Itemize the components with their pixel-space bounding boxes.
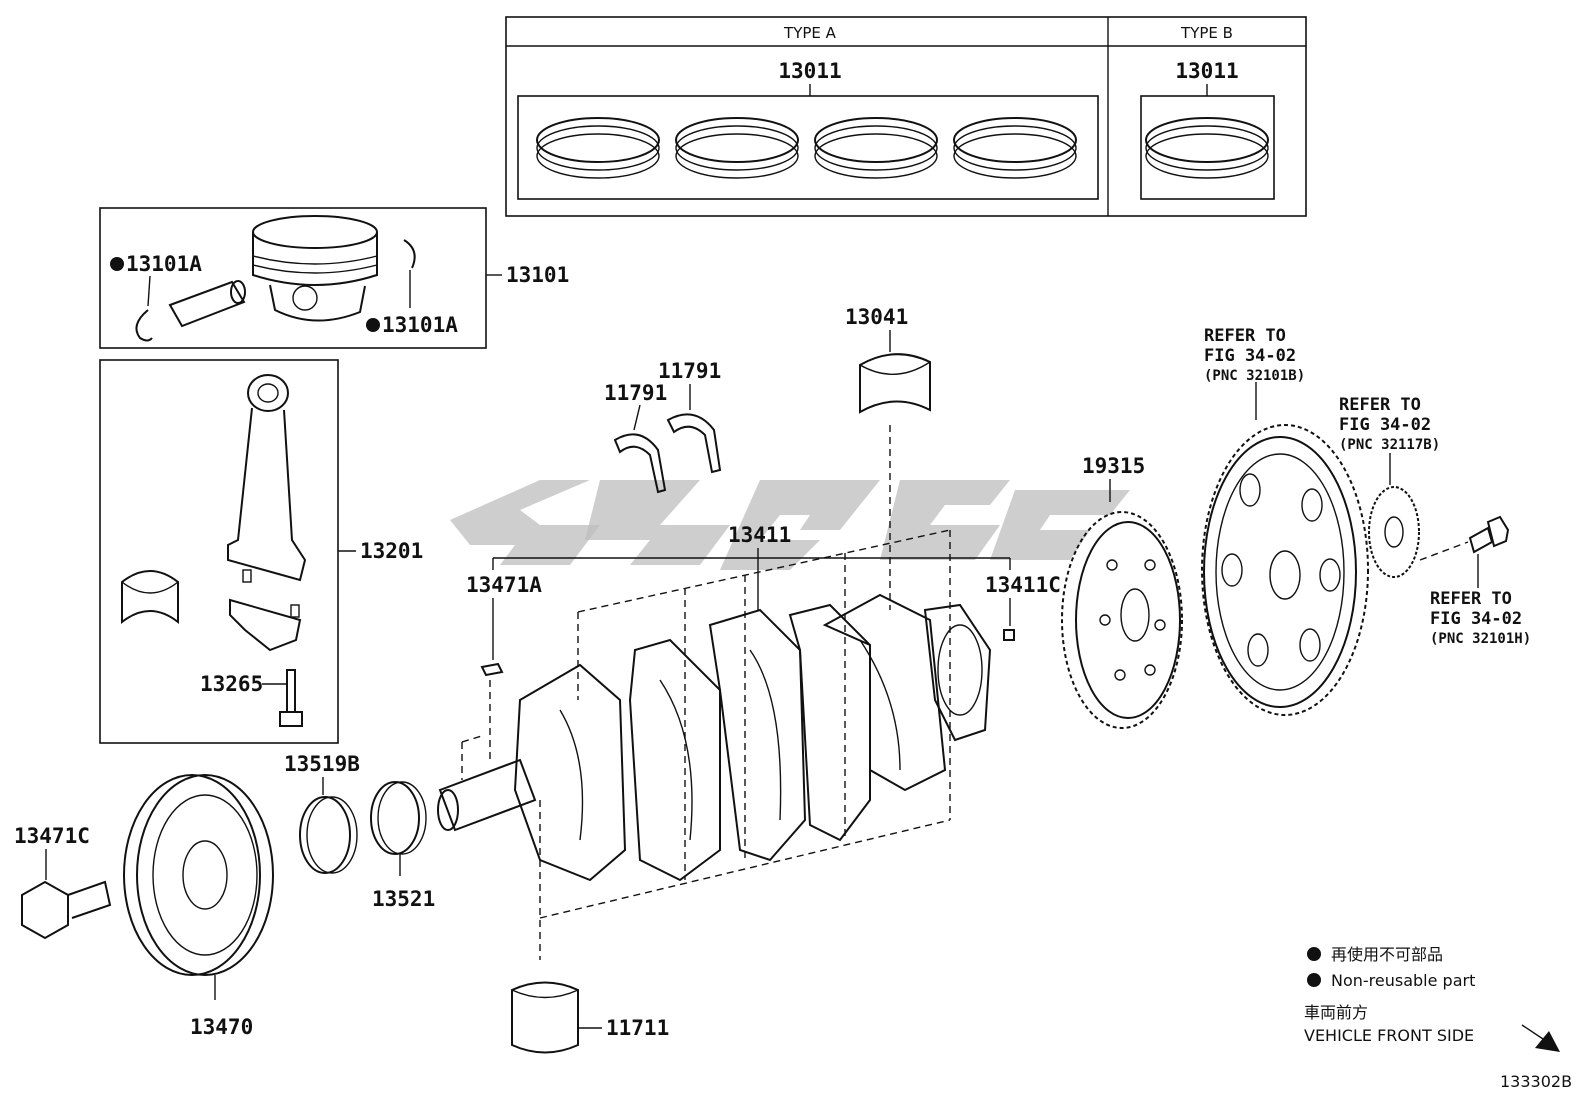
- thrust-washer-icon: [613, 433, 667, 494]
- part-label-13411: 13411: [728, 523, 791, 547]
- refer-1-line3: (PNC 32101B): [1204, 368, 1305, 384]
- legend-front-jp: 車両前方: [1304, 1003, 1368, 1022]
- refer-3-line2: FIG 34-02: [1430, 609, 1522, 629]
- part-label-13519b: 13519B: [284, 752, 360, 776]
- flywheel-bolt-icon: [1468, 515, 1510, 554]
- rod-bearing-icon: [121, 570, 179, 625]
- piston-pin-icon: [168, 280, 246, 328]
- refer-3-line1: REFER TO: [1430, 589, 1512, 609]
- part-label-13471a: 13471A: [466, 573, 542, 597]
- main-bearing-lower-group: 11711: [511, 981, 669, 1054]
- sprocket-group: 13519B 13521: [284, 752, 435, 911]
- drive-plate-icon: [1201, 424, 1369, 716]
- spacer-plate-icon: [1368, 486, 1420, 578]
- part-label-13411c: 13411C: [985, 573, 1061, 597]
- non-reusable-bullet-icon: [1307, 973, 1321, 987]
- piston-ring-type-table: TYPE A TYPE B 13011 13011: [505, 16, 1307, 217]
- rod-bolt-icon: [279, 669, 303, 727]
- crankshaft-icon: [437, 593, 992, 882]
- legend-non-reusable-jp: 再使用不可部品: [1331, 945, 1443, 964]
- type-a-part-number: 13011: [778, 59, 841, 83]
- part-label-13101: 13101: [506, 263, 569, 287]
- drive-plate-group: REFER TO FIG 34-02 (PNC 32101B) REFER TO…: [1201, 326, 1531, 716]
- legend: 再使用不可部品 Non-reusable part 車両前方 VEHICLE F…: [1304, 945, 1560, 1052]
- part-label-13521: 13521: [372, 887, 435, 911]
- crank-pulley-bolt-icon: [21, 880, 112, 940]
- refer-2-line1: REFER TO: [1339, 395, 1421, 415]
- part-label-13201: 13201: [360, 539, 423, 563]
- crank-pulley-icon: [123, 774, 274, 976]
- legend-non-reusable-en: Non-reusable part: [1331, 971, 1475, 990]
- sprocket-13519b-icon: [299, 796, 358, 874]
- refer-2-line3: (PNC 32117B): [1339, 437, 1440, 453]
- type-a-header: TYPE A: [783, 24, 837, 42]
- main-bearing-icon: [859, 353, 931, 414]
- legend-front-en: VEHICLE FRONT SIDE: [1304, 1026, 1474, 1045]
- piston-ring-set-icon: [536, 117, 1269, 179]
- snap-ring-icon: [135, 239, 416, 342]
- vehicle-front-arrow-icon: [1521, 1024, 1560, 1052]
- ring-gear-19315-group: 19315: [1061, 454, 1183, 729]
- part-label-13101a-right: 13101A: [382, 313, 458, 337]
- lower-bearing-icon: [511, 981, 579, 1054]
- crank-pulley-group: 13470 13471C: [14, 774, 274, 1039]
- sprocket-13521-icon: [370, 781, 427, 855]
- part-label-13041: 13041: [845, 305, 908, 329]
- part-label-11711: 11711: [606, 1016, 669, 1040]
- non-reusable-bullet-icon: [1307, 947, 1321, 961]
- refer-3-line3: (PNC 32101H): [1430, 631, 1531, 647]
- part-label-19315: 19315: [1082, 454, 1145, 478]
- part-label-13265: 13265: [200, 672, 263, 696]
- non-reusable-bullet-icon: [110, 257, 124, 271]
- piston-assembly-group: 13101A 13101A 13101: [99, 207, 569, 349]
- part-label-11791-b: 11791: [658, 359, 721, 383]
- connecting-rod-icon: [227, 374, 307, 652]
- crankshaft-group: 13411 13471A 13411C: [437, 523, 1061, 960]
- ring-gear-icon: [1061, 511, 1183, 729]
- non-reusable-bullet-icon: [366, 318, 380, 332]
- connecting-rod-group: 13265 13201: [99, 359, 423, 744]
- part-label-11791-a: 11791: [604, 381, 667, 405]
- refer-1-line2: FIG 34-02: [1204, 346, 1296, 366]
- refer-1-line1: REFER TO: [1204, 326, 1286, 346]
- part-label-13101a-left: 13101A: [126, 252, 202, 276]
- part-label-13471c: 13471C: [14, 824, 90, 848]
- part-label-13470: 13470: [190, 1015, 253, 1039]
- key-13471a-icon: [480, 662, 504, 677]
- thrust-washer-icon: [666, 413, 722, 474]
- figure-id: 133302B: [1500, 1072, 1572, 1091]
- type-b-part-number: 13011: [1175, 59, 1238, 83]
- piston-icon: [252, 215, 378, 322]
- refer-2-line2: FIG 34-02: [1339, 415, 1431, 435]
- watermark-logo: [450, 480, 1130, 570]
- type-b-header: TYPE B: [1180, 24, 1233, 42]
- main-bearing-upper-group: 13041: [845, 305, 931, 610]
- pin-13411c-icon: [1003, 629, 1015, 641]
- thrust-washer-group: 11791 11791: [604, 359, 722, 494]
